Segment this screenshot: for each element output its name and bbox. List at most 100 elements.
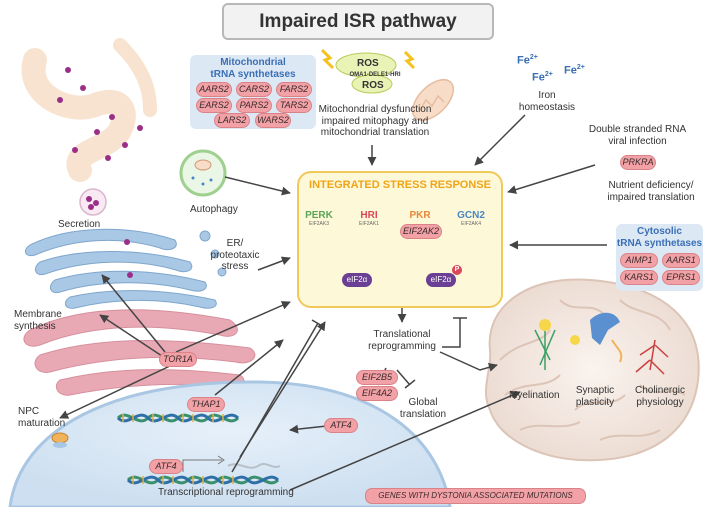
eif2a-phosphorylated: eIF2α bbox=[426, 273, 456, 287]
myelination-label: Myelination bbox=[509, 390, 560, 401]
iron-ion: Fe2+ bbox=[532, 71, 553, 84]
translational-line: reprogramming bbox=[368, 340, 436, 352]
nutrient-line: impaired translation bbox=[607, 191, 695, 203]
cyto-box-title-line2: tRNA synthetases bbox=[616, 237, 703, 249]
er-stress-label: ER/ proteotaxic stress bbox=[210, 238, 260, 273]
ros-label-top: ROS bbox=[357, 58, 379, 69]
kinase-gene: EIF2AK1 bbox=[358, 221, 379, 227]
mito-box-title-line2: tRNA synthetases bbox=[210, 68, 296, 80]
transcriptional-reprogramming-label: Transcriptional reprogramming bbox=[158, 487, 294, 498]
synaptic-line: Synaptic bbox=[575, 385, 615, 396]
mito-dysfunction-line: impaired mitophagy and bbox=[321, 115, 429, 127]
nucleus bbox=[8, 380, 452, 507]
kinase-gene: EIF2AK3 bbox=[308, 221, 329, 227]
npc-line: NPC bbox=[18, 406, 40, 417]
cholinergic-line: Cholinergic bbox=[634, 385, 686, 396]
gene-pill: EARS2 bbox=[196, 98, 232, 113]
secretion-label: Secretion bbox=[58, 219, 101, 230]
golgi-apparatus bbox=[24, 228, 227, 309]
kinase-perk: PERK EIF2AK3 bbox=[301, 210, 337, 227]
kinase-name: PKR bbox=[409, 210, 431, 221]
er-stress-line: stress bbox=[221, 261, 249, 272]
dna-helix-top bbox=[116, 413, 240, 423]
eif2a-unphosphorylated: eIF2α bbox=[342, 273, 372, 287]
gene-pill-tor1a: TOR1A bbox=[159, 352, 197, 367]
isr-box: INTEGRATED STRESS RESPONSE bbox=[297, 171, 503, 308]
gene-pill: CARS2 bbox=[236, 82, 272, 97]
cyto-box-title-line1: Cytosolic bbox=[636, 226, 682, 237]
nutrient-line: Nutrient deficiency/ bbox=[608, 180, 694, 191]
kinase-pkr: PKR bbox=[402, 210, 438, 221]
autophagosome bbox=[179, 149, 227, 197]
cholinergic-physiology-label: Cholinergic physiology bbox=[628, 385, 692, 408]
gene-pill: AARS1 bbox=[662, 253, 700, 268]
mito-box-title: Mitochondrial tRNA synthetases bbox=[190, 57, 316, 80]
iron-label-line: homeostasis bbox=[518, 101, 576, 113]
gene-pill: AARS2 bbox=[196, 82, 232, 97]
legend-dystonia-genes: GENES WITH DYSTONIA ASSOCIATED MUTATIONS bbox=[365, 488, 586, 504]
arrows bbox=[59, 114, 607, 491]
gene-pill: LARS2 bbox=[214, 113, 250, 128]
mito-dysfunction-line: mitochondrial translation bbox=[320, 127, 430, 138]
isr-title: INTEGRATED STRESS RESPONSE bbox=[309, 179, 491, 191]
brain-graphic bbox=[485, 278, 700, 462]
gene-pill: TARS2 bbox=[276, 98, 312, 113]
nuclear-pore-complex bbox=[51, 432, 69, 448]
dsrna-line: viral infection bbox=[608, 135, 667, 147]
gene-pill-prkra: PRKRA bbox=[620, 155, 656, 170]
global-translation-label: Global translation bbox=[398, 397, 448, 420]
kinase-gcn2: GCN2 EIF2AK4 bbox=[453, 210, 489, 227]
cyto-box-title: Cytosolic tRNA synthetases bbox=[616, 226, 703, 249]
kinase-name: HRI bbox=[360, 210, 378, 221]
npc-maturation-label: NPC maturation bbox=[18, 406, 65, 429]
synaptic-line: plasticity bbox=[575, 396, 615, 408]
mito-dysfunction-label: Mitochondrial dysfunction impaired mitop… bbox=[307, 104, 443, 139]
er-stress-line: proteotaxic bbox=[210, 249, 260, 261]
kinase-hri: HRI EIF2AK1 bbox=[351, 210, 387, 227]
er-stress-line: ER/ bbox=[226, 238, 244, 249]
gene-pill: WARS2 bbox=[255, 113, 291, 128]
gene-pill-eif2ak2: EIF2AK2 bbox=[400, 224, 442, 239]
global-line: translation bbox=[399, 408, 447, 420]
secretion-vesicle bbox=[79, 188, 107, 216]
global-line: Global bbox=[408, 397, 438, 408]
gene-pill-eif4a2: EIF4A2 bbox=[356, 386, 398, 401]
gene-pill: PARS2 bbox=[236, 98, 272, 113]
page-title: Impaired ISR pathway bbox=[222, 3, 494, 40]
kinase-name: PERK bbox=[305, 210, 333, 221]
iron-homeostasis-label: Iron homeostasis bbox=[517, 90, 577, 113]
secretory-pathway-graphic bbox=[21, 38, 157, 182]
inhibition-lines bbox=[231, 317, 467, 473]
autophagy-label: Autophagy bbox=[190, 204, 238, 215]
page-title-text: Impaired ISR pathway bbox=[259, 10, 457, 32]
gene-pill-thap1: THAP1 bbox=[187, 397, 225, 412]
mitochondrion-graphic bbox=[411, 78, 455, 122]
synaptic-plasticity-label: Synaptic plasticity bbox=[565, 385, 625, 408]
cholinergic-line: physiology bbox=[636, 396, 684, 408]
gene-pill-atf4-nuclear: ATF4 bbox=[149, 459, 183, 474]
gene-pill: FARS2 bbox=[276, 82, 312, 97]
ros-clouds bbox=[320, 48, 416, 94]
iron-ion: Fe2+ bbox=[517, 54, 538, 67]
gene-pill: KARS1 bbox=[620, 270, 658, 285]
gene-pill-eif2b5: EIF2B5 bbox=[356, 370, 398, 385]
gene-pill: AIMP1 bbox=[620, 253, 658, 268]
ros-chain-label: OMA1-DELE1-HRI bbox=[349, 72, 401, 78]
membrane-line: synthesis bbox=[14, 320, 56, 332]
gene-pill: EPRS1 bbox=[662, 270, 700, 285]
mito-dysfunction-line: Mitochondrial dysfunction bbox=[318, 104, 432, 115]
mito-box-title-line1: Mitochondrial bbox=[220, 57, 286, 68]
npc-line: maturation bbox=[18, 417, 66, 429]
dsrna-label: Double stranded RNA viral infection bbox=[570, 124, 705, 147]
iron-label-line: Iron bbox=[538, 90, 556, 101]
translational-reprogramming-label: Translational reprogramming bbox=[352, 329, 452, 352]
dna-helix-bottom bbox=[126, 455, 281, 485]
translational-line: Translational bbox=[373, 329, 431, 340]
dsrna-line: Double stranded RNA bbox=[588, 124, 687, 135]
membrane-synthesis-label: Membrane synthesis bbox=[14, 309, 62, 332]
phosphate-badge: P bbox=[452, 265, 462, 275]
endoplasmic-reticulum bbox=[23, 309, 256, 396]
gene-pill-atf4-cytosolic: ATF4 bbox=[324, 418, 358, 433]
membrane-line: Membrane bbox=[14, 309, 62, 320]
kinase-name: GCN2 bbox=[457, 210, 485, 221]
